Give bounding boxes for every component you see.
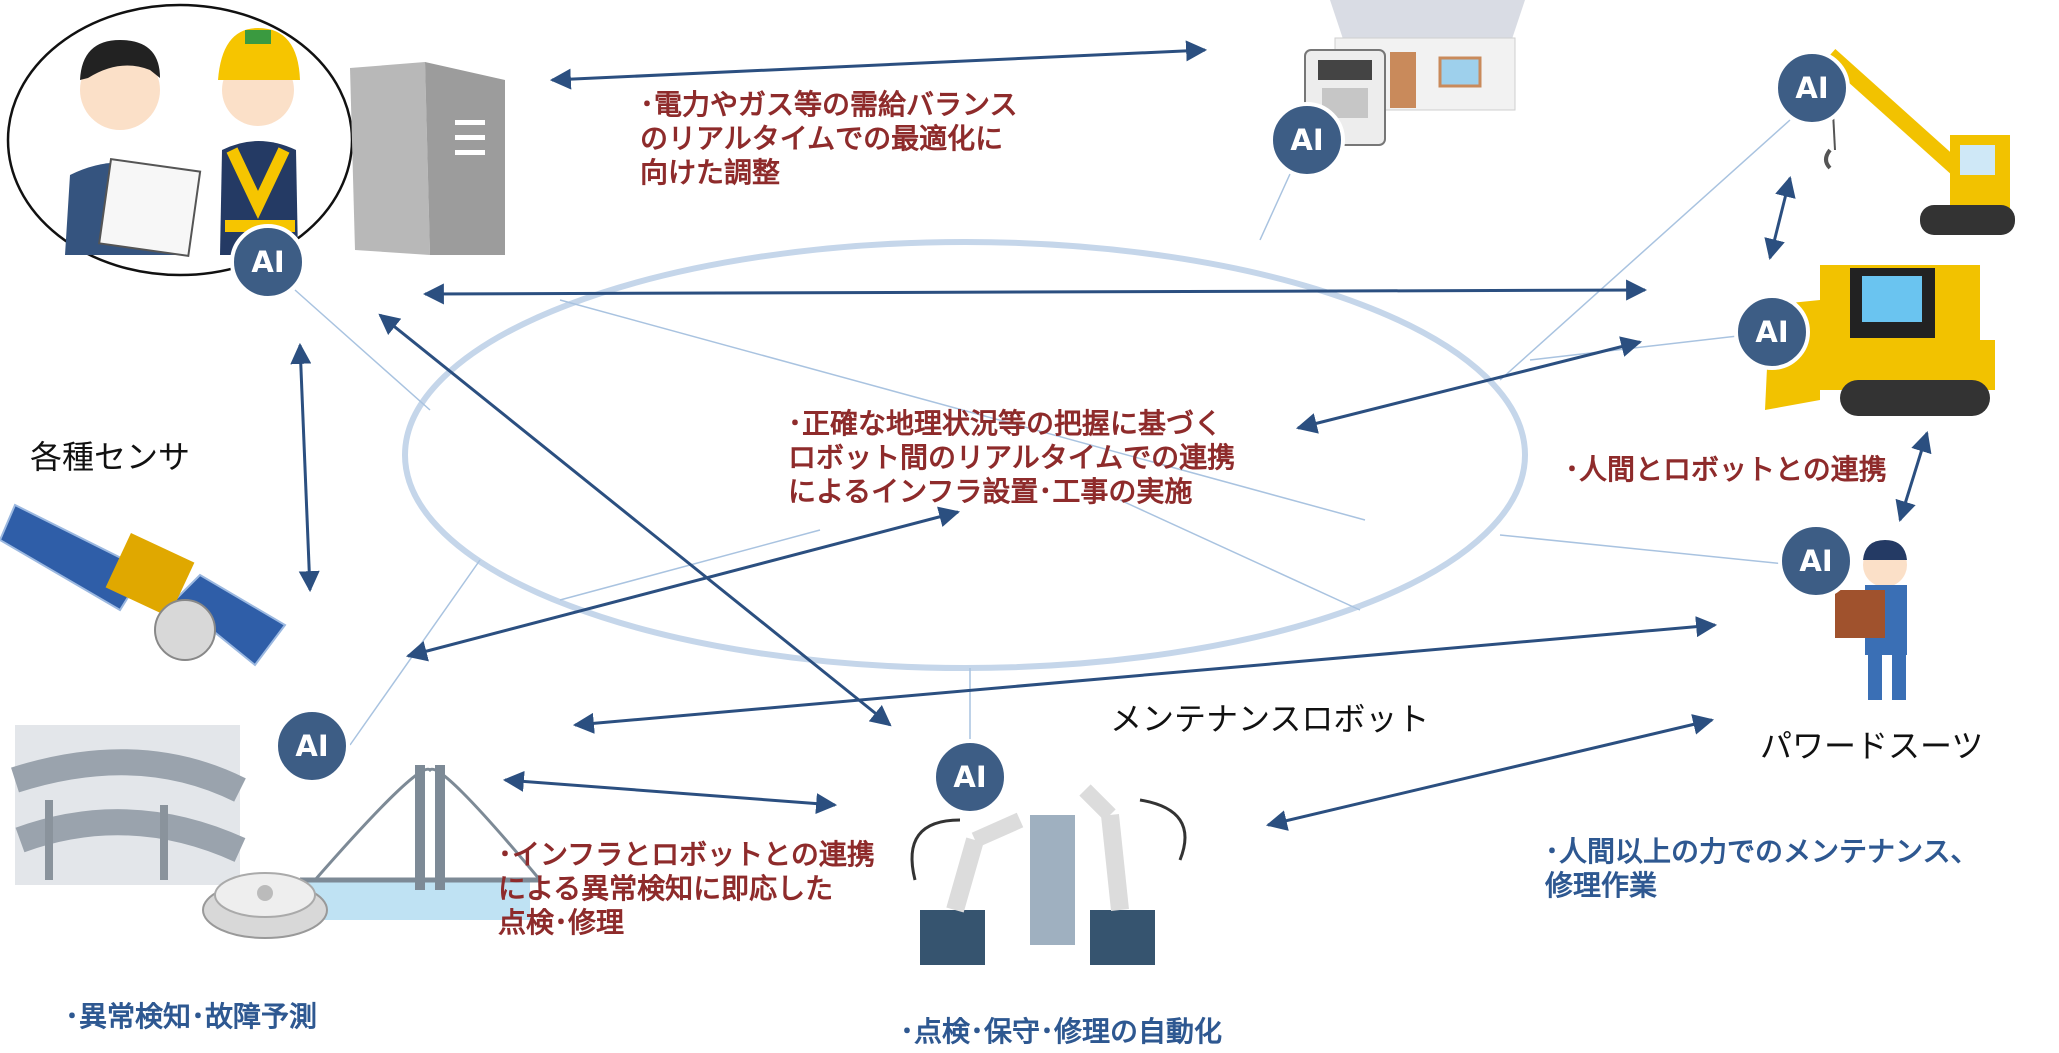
label-maintenance-robot: メンテナンスロボット <box>1110 700 1430 738</box>
arrow-office-bulldozer <box>422 279 1648 305</box>
arrow-robot-suit <box>1265 714 1715 831</box>
ai-label: AI <box>251 245 284 279</box>
ai-label: AI <box>1799 544 1832 578</box>
arrow-center-bulldozer <box>1295 336 1643 434</box>
arrow-bulldozer-suit <box>1895 430 1932 523</box>
spoke-line <box>1499 534 1796 566</box>
label-powered-suit: パワードスーツ <box>1760 727 1984 765</box>
ai-label: AI <box>295 729 328 763</box>
office-workers-group <box>6 3 354 277</box>
arrow-center-infra <box>405 506 961 662</box>
note-automation: ･点検･保守･修理の自動化 <box>900 1015 1223 1048</box>
satellite-icon <box>0 503 287 667</box>
ai-badge-labels: AI AI AI AI AI AI AI <box>251 71 1832 794</box>
note-infra-robot: ･インフラとロボットとの連携 による異常検知に即応した 点検･修理 <box>498 838 875 940</box>
highway-icon <box>11 725 246 885</box>
label-sensors: 各種センサ <box>30 438 191 476</box>
powered-suit-icon <box>1835 540 1907 700</box>
arrow-suit-highway <box>572 616 1718 734</box>
note-supply-demand: ･電力やガス等の需給バランス のリアルタイムでの最適化に 向けた調整 <box>640 88 1018 190</box>
bulldozer-icon <box>1765 265 1995 416</box>
ai-label: AI <box>953 760 986 794</box>
ai-badge-house <box>1269 102 1345 178</box>
ai-badge-crane <box>1774 50 1850 126</box>
ai-badge-bulldozer <box>1734 294 1810 370</box>
ai-badge-office <box>230 224 306 300</box>
server-icon <box>350 62 505 255</box>
ai-badge-infra <box>274 708 350 784</box>
note-beyond-human: ･人間以上の力でのメンテナンス、 修理作業 <box>1545 835 1979 903</box>
industrial-robot-icon <box>910 784 1187 965</box>
spoke-line <box>294 289 431 411</box>
sensor-device-icon <box>202 872 328 939</box>
arrow-office-sensors <box>290 342 320 593</box>
ai-label: AI <box>1795 71 1828 105</box>
note-human-robot: ･人間とロボットとの連携 <box>1565 453 1887 486</box>
note-anomaly-detection: ･異常検知･故障予測 <box>65 1000 318 1033</box>
arrow-infra-robot <box>502 770 838 815</box>
spoke-line <box>349 559 481 746</box>
arrow-office-robot <box>378 313 892 727</box>
ai-badge-robot <box>932 739 1008 815</box>
ai-label: AI <box>1755 315 1788 349</box>
connection-arrows <box>290 40 1932 831</box>
spoke-line <box>1119 499 1361 611</box>
bridge-icon <box>300 765 542 920</box>
ai-badges <box>230 50 1854 815</box>
ai-badge-suit <box>1778 523 1854 599</box>
ai-label: AI <box>1290 123 1323 157</box>
note-center-coordination: ･正確な地理状況等の把握に基づく ロボット間のリアルタイムでの連携 によるインフ… <box>788 407 1236 509</box>
crane-icon <box>1824 49 2015 235</box>
arrow-crane-bulldozer <box>1764 175 1796 261</box>
arrow-office-house <box>549 40 1208 90</box>
